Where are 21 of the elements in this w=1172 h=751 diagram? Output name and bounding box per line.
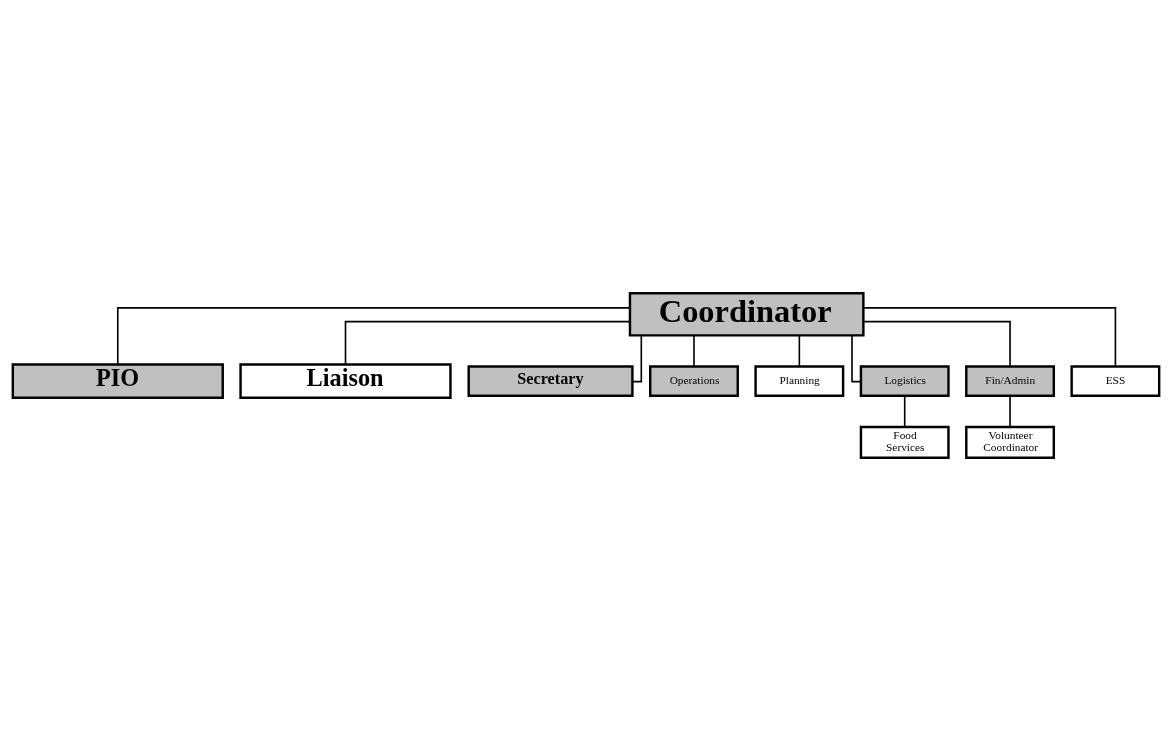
node-box: Food Services <box>859 425 950 459</box>
node-box: Planning <box>754 365 845 397</box>
connector <box>903 395 906 428</box>
connector <box>693 334 695 368</box>
node-box: Secretary <box>467 365 634 397</box>
connector <box>344 320 631 366</box>
connector <box>1009 395 1011 428</box>
connector <box>862 320 1011 368</box>
connector <box>851 334 862 383</box>
connector <box>798 334 801 368</box>
node-box: Volunteer Coordinator <box>965 425 1056 459</box>
connector <box>631 334 643 383</box>
node-box: Fin/Admin <box>965 365 1056 397</box>
node-box: Coordinator <box>628 292 865 337</box>
node-box: Operations <box>649 365 739 397</box>
connector <box>862 307 1117 368</box>
node-box: Liaison <box>239 363 452 399</box>
node-box: ESS <box>1070 365 1161 397</box>
node-box: Logistics <box>859 365 950 397</box>
connector <box>116 307 631 366</box>
node-box: PIO <box>11 363 224 399</box>
